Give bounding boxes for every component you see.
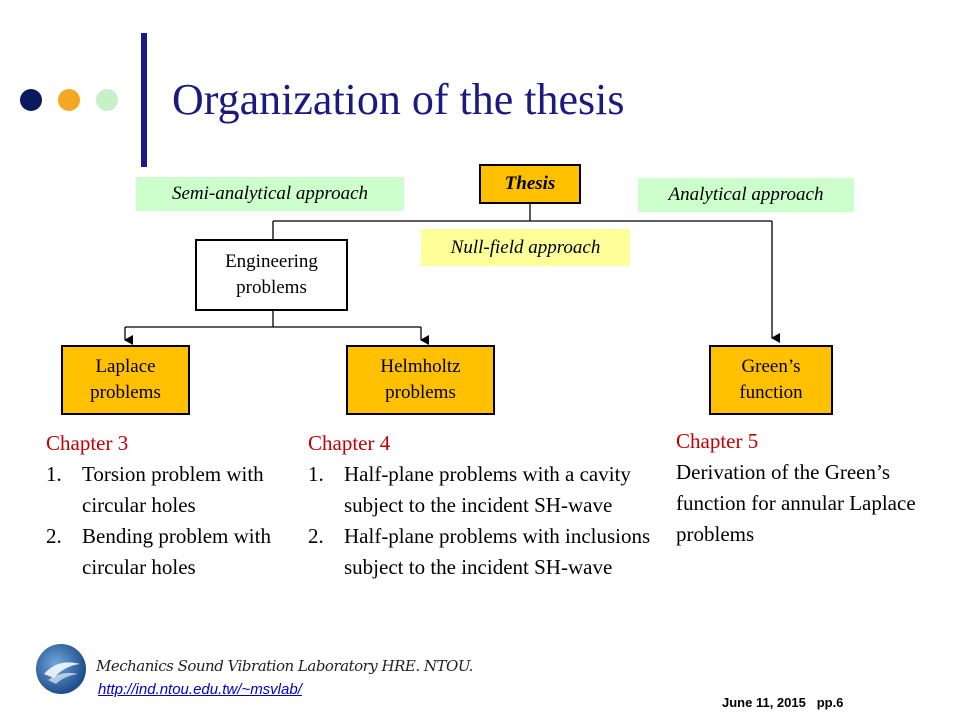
footer-date: June 11, 2015 <box>722 695 806 710</box>
chapter-3-block: Chapter 3 1.Torsion problem with circula… <box>46 428 296 583</box>
footer-lab-name: Mechanics Sound Vibration Laboratory HRE… <box>96 657 473 675</box>
chapter-5-heading: Chapter 5 <box>676 429 759 453</box>
chapter-4-list: 1.Half-plane problems with a cavity subj… <box>308 459 663 583</box>
header-accent-bar <box>141 33 147 167</box>
list-item: 1.Half-plane problems with a cavity subj… <box>308 462 631 517</box>
node-thesis: Thesis <box>479 164 581 204</box>
header-dot-mint <box>96 89 118 111</box>
footer-url-link[interactable]: http://ind.ntou.edu.tw/~msvlab/ <box>98 681 302 698</box>
tag-null-field: Null-field approach <box>421 229 630 266</box>
node-engineering-problems: Engineering problems <box>195 239 348 311</box>
chapter-4-heading: Chapter 4 <box>308 431 391 455</box>
list-item: 1.Torsion problem with circular holes <box>46 462 264 517</box>
chapter-3-list: 1.Torsion problem with circular holes 2.… <box>46 459 296 583</box>
header-dot-orange <box>58 89 80 111</box>
list-item: 2.Bending problem with circular holes <box>46 524 271 579</box>
chapter-5-block: Chapter 5 Derivation of the Green’s func… <box>676 426 954 550</box>
chapter-3-heading: Chapter 3 <box>46 431 129 455</box>
lab-logo-icon <box>36 644 86 694</box>
tag-analytical: Analytical approach <box>638 178 854 212</box>
node-helmholtz-problems: Helmholtz problems <box>346 345 495 415</box>
tag-semi-analytical: Semi-analytical approach <box>136 177 404 211</box>
footer-date-page: June 11, 2015 pp.6 <box>722 695 843 710</box>
footer-page-number: pp.6 <box>816 695 844 710</box>
chapter-4-block: Chapter 4 1.Half-plane problems with a c… <box>308 428 663 583</box>
node-greens-function: Green’s function <box>709 345 833 415</box>
node-laplace-problems: Laplace problems <box>61 345 190 415</box>
page-title: Organization of the thesis <box>172 75 625 124</box>
chapter-5-text: Derivation of the Green’s function for a… <box>676 460 916 546</box>
list-item: 2.Half-plane problems with inclusions su… <box>308 524 651 579</box>
header-dot-navy <box>20 89 42 111</box>
